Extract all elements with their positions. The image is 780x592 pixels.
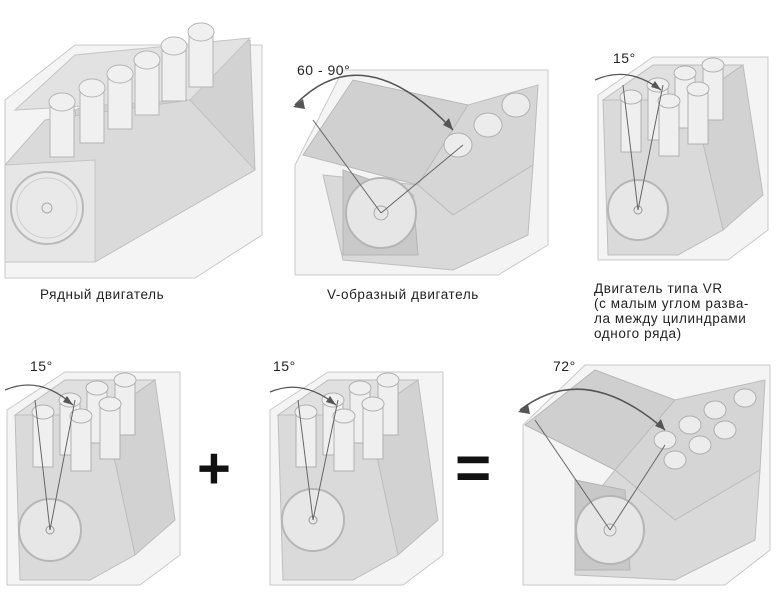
caption-inline-engine: Рядный двигатель xyxy=(40,287,165,302)
vr-angle-label-top: 15° xyxy=(613,50,636,66)
vr-engine-illustration-top xyxy=(593,55,773,261)
vr-angle-label-middle: 15° xyxy=(273,358,296,374)
caption-vr-line-3: ла между цилиндрами xyxy=(594,311,747,326)
equals-operator: = xyxy=(455,434,492,503)
v-angle-label: 60 - 90° xyxy=(297,62,351,78)
caption-v-engine: V-образный двигатель xyxy=(327,287,479,302)
caption-vr-engine: Двигатель типа VR (с малым углом разва- … xyxy=(594,281,749,341)
w-angle-label: 72° xyxy=(553,358,576,374)
caption-vr-line-4: одного ряда) xyxy=(594,326,682,341)
w-engine-illustration xyxy=(515,360,775,586)
caption-vr-line-1: Двигатель типа VR xyxy=(594,281,723,296)
inline-engine-illustration xyxy=(0,0,265,280)
caption-vr-line-2: (с малым углом разва- xyxy=(594,296,750,311)
vr-engine-illustration-left xyxy=(4,370,185,586)
vr-engine-illustration-middle xyxy=(268,370,448,586)
plus-operator: + xyxy=(197,436,231,501)
v-engine-illustration xyxy=(283,45,553,276)
vr-angle-label-left: 15° xyxy=(30,358,53,374)
